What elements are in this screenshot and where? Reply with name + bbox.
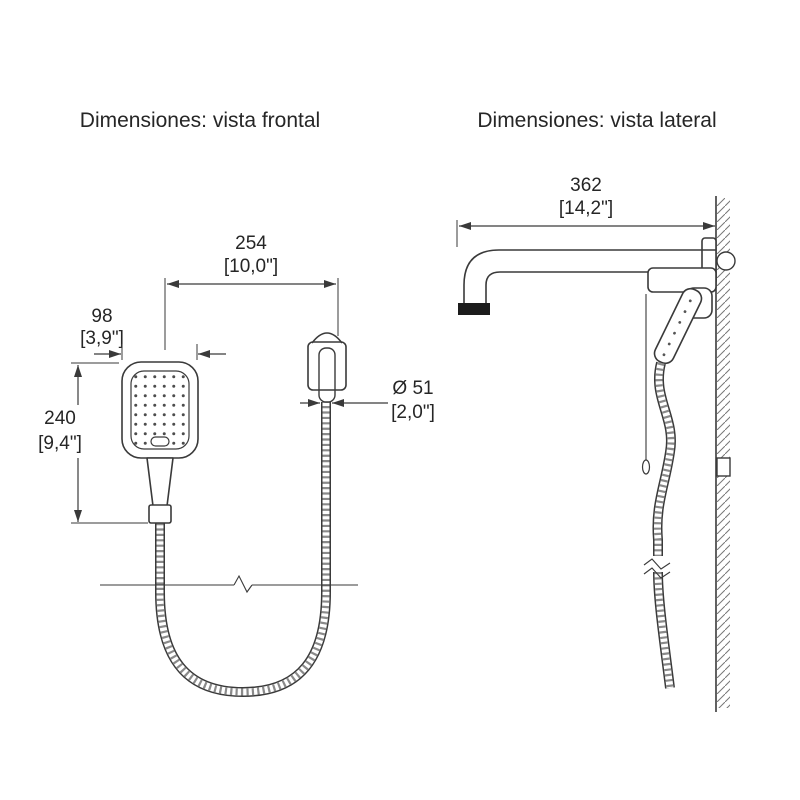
dim-240-inch: [9,4"] [38, 433, 82, 454]
wall-bracket [716, 457, 731, 477]
wall [715, 196, 730, 712]
hose-side [643, 363, 671, 688]
wall-hatching [717, 198, 730, 708]
dim-51-mm: Ø 51 [392, 378, 433, 399]
diverter-body [647, 267, 717, 293]
pull-knob [641, 459, 651, 475]
dim-254: 254 [10,0"] [164, 233, 339, 350]
docked-handle [318, 347, 336, 403]
spray-face [130, 370, 190, 450]
dim-51: Ø 51 [2,0"] [300, 378, 435, 423]
dim-51-inch: [2,0"] [391, 402, 435, 423]
hand-shower-head [121, 361, 199, 524]
front-view-title: Dimensiones: vista frontal [80, 109, 320, 132]
side-view-title: Dimensiones: vista lateral [477, 109, 716, 132]
hose-connector [148, 504, 172, 524]
holder-frame [307, 341, 347, 391]
wall-anchor [716, 251, 736, 271]
dim-362-mm: 362 [570, 175, 602, 196]
wall-holder [307, 332, 347, 403]
front-view: 254 [10,0"] 98 [3,9"] 240 [9,4"] [38, 233, 435, 692]
mode-button [150, 436, 170, 447]
holder-hook [311, 332, 343, 344]
dim-98-mm: 98 [91, 306, 112, 327]
docked-hand-shower [641, 267, 717, 475]
dim-98: 98 [3,9"] [80, 306, 226, 360]
hand-shower-side [653, 287, 703, 365]
side-view: 362 [14,2"] [456, 175, 736, 712]
spray-outlet [458, 303, 490, 315]
dim-254-inch: [10,0"] [224, 256, 278, 277]
dim-362: 362 [14,2"] [456, 175, 715, 247]
dim-240: 240 [9,4"] [38, 362, 148, 524]
dim-240-mm: 240 [44, 408, 76, 429]
dim-362-inch: [14,2"] [559, 198, 613, 219]
break-line [100, 574, 358, 594]
arm-inner-edge [485, 271, 716, 304]
dim-254-mm: 254 [235, 233, 267, 254]
hose-break [643, 558, 671, 579]
arm-outer-edge [463, 249, 716, 304]
dim-98-inch: [3,9"] [80, 328, 124, 349]
